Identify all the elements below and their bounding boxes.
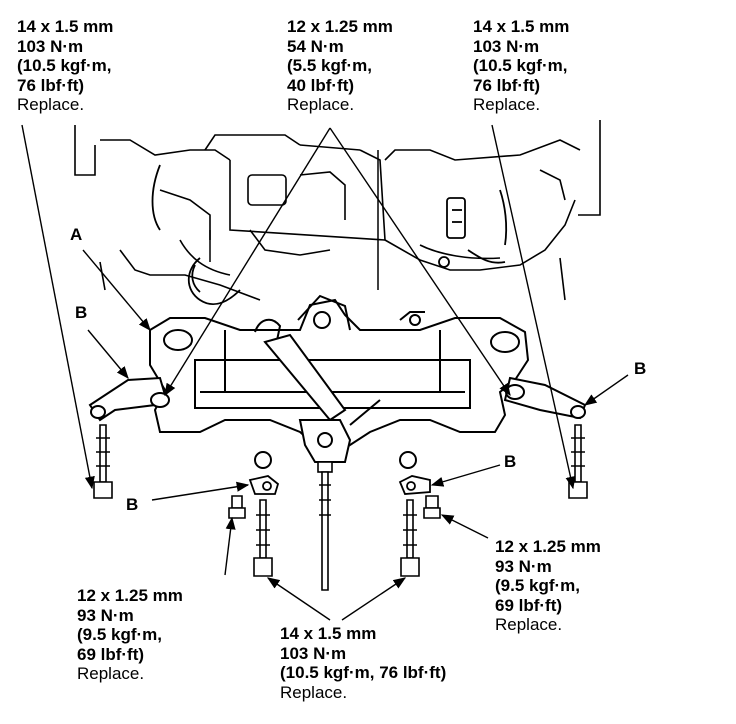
bolt-size: 14 x 1.5 mm: [17, 17, 114, 36]
spec-bottom-center: 14 x 1.5 mm 103 N·m (10.5 kgf·m, 76 lbf·…: [280, 624, 446, 702]
bolt-size: 12 x 1.25 mm: [77, 586, 183, 605]
replace-note: Replace.: [473, 95, 541, 114]
torque-kgf: (9.5 kgf·m,: [495, 576, 581, 595]
replace-note: Replace.: [17, 95, 85, 114]
callout-b-left: B: [75, 303, 88, 322]
spec-top-center: 12 x 1.25 mm 54 N·m (5.5 kgf·m, 40 lbf·f…: [287, 17, 393, 115]
short-bolts: [228, 495, 441, 519]
torque-kgf: (10.5 kgf·m,: [17, 56, 112, 75]
replace-note: Replace.: [287, 95, 355, 114]
torque-nm: 103 N·m: [17, 36, 84, 56]
spec-bottom-right: 12 x 1.25 mm 93 N·m (9.5 kgf·m, 69 lbf·f…: [495, 537, 601, 635]
engine-body-outline: [74, 120, 601, 301]
torque-nm: 54 N·m: [287, 36, 344, 56]
bolt-size: 14 x 1.5 mm: [473, 17, 570, 36]
torque-nm: 93 N·m: [77, 605, 134, 625]
torque-lbf: 69 lbf·ft): [495, 595, 563, 615]
torque-kgf-lbf: (10.5 kgf·m, 76 lbf·ft): [280, 663, 447, 682]
replace-note: Replace.: [77, 664, 145, 683]
callout-b-lower-right: B: [504, 452, 517, 471]
torque-nm: 103 N·m: [280, 643, 347, 663]
torque-kgf: (9.5 kgf·m,: [77, 625, 163, 644]
support-rods: [209, 150, 379, 290]
torque-nm: 93 N·m: [495, 556, 552, 576]
long-bolts: [93, 424, 588, 577]
leader-lines: [21, 124, 629, 621]
torque-nm: 103 N·m: [473, 36, 540, 56]
lower-brackets: [248, 475, 431, 495]
right-arm: [503, 376, 587, 420]
torque-lbf: 76 lbf·ft): [17, 75, 85, 95]
center-bolt: [317, 461, 333, 591]
torque-lbf: 40 lbf·ft): [287, 75, 355, 95]
callout-b-lower-left: B: [126, 495, 139, 514]
cross-brace: [263, 333, 381, 463]
spec-top-left: 14 x 1.5 mm 103 N·m (10.5 kgf·m, 76 lbf·…: [17, 17, 113, 115]
bracket: [438, 197, 466, 268]
torque-kgf: (5.5 kgf·m,: [287, 56, 373, 75]
bolt-size: 12 x 1.25 mm: [287, 17, 393, 36]
callout-b-right: B: [634, 359, 647, 378]
spec-bottom-left: 12 x 1.25 mm 93 N·m (9.5 kgf·m, 69 lbf·f…: [77, 586, 183, 684]
subframe: [149, 294, 530, 469]
torque-kgf: (10.5 kgf·m,: [473, 56, 568, 75]
torque-lbf: 76 lbf·ft): [473, 75, 541, 95]
bolt-size: 14 x 1.5 mm: [280, 624, 377, 643]
replace-note: Replace.: [495, 615, 563, 634]
left-arm: [88, 376, 170, 422]
torque-lbf: 69 lbf·ft): [77, 644, 145, 664]
bolt-size: 12 x 1.25 mm: [495, 537, 601, 556]
spec-top-right: 14 x 1.5 mm 103 N·m (10.5 kgf·m, 76 lbf·…: [473, 17, 569, 115]
hoses: [151, 164, 508, 305]
callout-a: A: [70, 225, 83, 244]
replace-note: Replace.: [280, 682, 348, 702]
